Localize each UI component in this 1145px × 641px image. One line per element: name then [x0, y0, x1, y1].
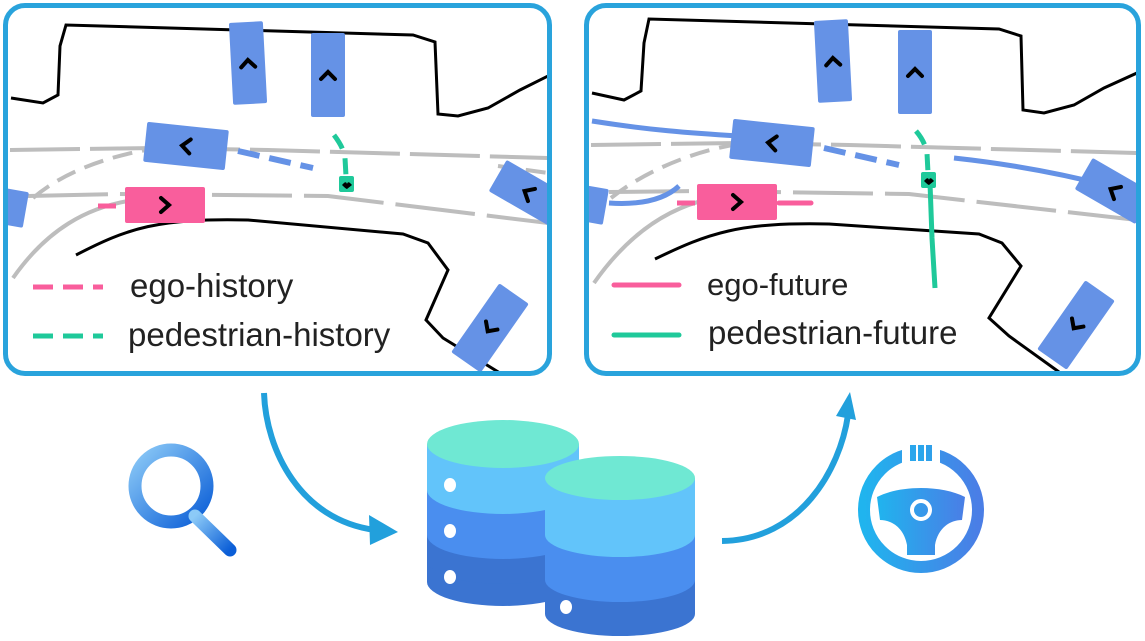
lane-line [31, 146, 159, 200]
ego-vehicle [125, 187, 205, 223]
lane-line [609, 142, 740, 200]
arrow-to-database-icon [261, 392, 398, 545]
heading-chevron-icon [824, 55, 843, 68]
heading-chevron-icon [906, 66, 924, 78]
future-scene-map [589, 17, 1136, 371]
ego-vehicle [697, 184, 777, 220]
vehicle [228, 21, 268, 105]
vehicle [1075, 158, 1136, 224]
vehicle [589, 184, 609, 225]
vehicle [451, 284, 529, 371]
pedestrian-heading-icon [924, 178, 934, 185]
heading-chevron-icon [1069, 316, 1086, 331]
lane-line [592, 197, 710, 285]
road-edge [10, 23, 547, 118]
heading-chevron-icon [179, 137, 193, 156]
vehicle-history-trail [823, 145, 900, 168]
vehicle [311, 33, 345, 117]
pedestrian-history-trail [914, 129, 931, 174]
steering-wheel-icon [858, 444, 984, 573]
vehicle [143, 122, 229, 170]
vehicle-future-trail [608, 184, 681, 206]
heading-chevron-icon [731, 193, 745, 211]
history-scene-panel: ego-history pedestrian-history [3, 3, 552, 376]
pedestrian-heading-icon [342, 182, 352, 189]
vehicle [813, 19, 853, 103]
database-icon [427, 420, 695, 636]
heading-chevron-icon [521, 186, 537, 204]
search-icon [128, 443, 237, 557]
legend-label-ego-future: ego-future [707, 267, 849, 302]
vehicle [898, 30, 932, 114]
legend-label-ego-history: ego-history [130, 267, 294, 304]
heading-chevron-icon [319, 69, 337, 81]
arrow-to-planner-icon [721, 392, 856, 544]
future-scene-panel: ego-future pedestrian-future [584, 3, 1141, 376]
vehicle [8, 187, 29, 228]
legend-label-pedestrian-history: pedestrian-history [128, 316, 391, 353]
heading-chevron-icon [159, 196, 173, 214]
heading-chevron-icon [239, 57, 258, 70]
lane-line [27, 191, 547, 225]
lane-line [608, 188, 1136, 222]
history-scene-map [8, 21, 547, 371]
heading-chevron-icon [765, 134, 779, 153]
vehicle-future-trail [591, 118, 740, 139]
pedestrian-history-trail [331, 133, 349, 177]
heading-chevron-icon [483, 319, 500, 334]
pedestrian-future-trail [927, 182, 938, 289]
vehicle [489, 160, 547, 226]
road-edge [591, 17, 1136, 115]
vehicle-history-trail [237, 148, 314, 171]
legend-label-pedestrian-future: pedestrian-future [708, 314, 958, 351]
road-edge [654, 222, 1060, 371]
heading-chevron-icon [1107, 184, 1123, 202]
vehicle [729, 119, 815, 167]
vehicle [1037, 281, 1115, 369]
